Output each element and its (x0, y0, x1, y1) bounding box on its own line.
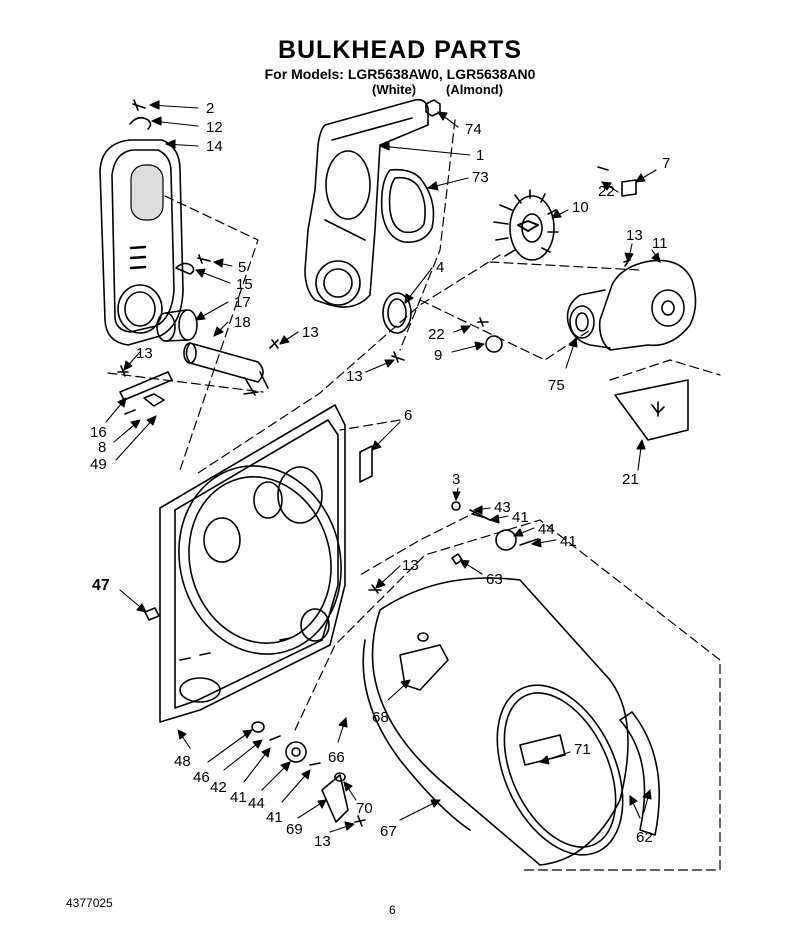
callout-44-upper: 44 (538, 521, 555, 538)
variant-white-label: (White) (372, 82, 417, 97)
burner-tube (156, 309, 198, 342)
callout-46: 46 (193, 769, 210, 786)
blower-bearing (477, 317, 503, 353)
callout-63: 63 (486, 571, 503, 588)
page-title: BULKHEAD PARTS (277, 36, 523, 64)
callout-7: 7 (662, 155, 670, 172)
igniter-assembly (183, 342, 269, 396)
callout-13-right: 13 (626, 227, 643, 244)
callout-13-igniter: 13 (302, 324, 319, 341)
callout-22-upper: 22 (598, 183, 615, 200)
callout-4: 4 (436, 259, 444, 276)
callout-14: 14 (206, 138, 223, 155)
callout-41-right: 41 (560, 533, 577, 550)
callout-41-lower-a: 41 (230, 789, 247, 806)
callout-21: 21 (622, 471, 639, 488)
callout-8: 8 (98, 439, 106, 456)
variant-almond-label: (Almond) (446, 82, 504, 97)
front-seal (619, 711, 660, 836)
callout-49: 49 (90, 456, 107, 473)
blower-wheel (493, 189, 559, 261)
label-plate (614, 379, 689, 441)
duct-seal (380, 168, 435, 244)
callout-47: 47 (92, 577, 110, 594)
callout-11: 11 (652, 235, 668, 252)
leader-lines (105, 100, 661, 833)
bulkhead-panel (159, 404, 373, 723)
callout-10: 10 (572, 199, 589, 216)
callout-44-lower: 44 (248, 795, 265, 812)
callout-13-bottom: 13 (314, 833, 331, 850)
callout-75: 75 (548, 377, 565, 394)
bulkhead-duct (304, 98, 429, 308)
callout-2: 2 (206, 100, 214, 117)
callout-62: 62 (636, 829, 653, 846)
callout-5: 5 (238, 259, 246, 276)
callout-3: 3 (452, 471, 460, 488)
callout-48: 48 (174, 753, 191, 770)
burner-cover-panel (99, 139, 184, 346)
callout-16: 16 (90, 424, 107, 441)
drum-hardware (144, 501, 539, 621)
callout-12: 12 (206, 119, 223, 136)
callout-15: 15 (236, 276, 253, 293)
models-subtitle: For Models: LGR5638AW0, LGR5638AN0 (264, 66, 536, 82)
page-number: 6 (389, 903, 396, 917)
callout-66: 66 (328, 749, 345, 766)
callout-6: 6 (404, 407, 412, 424)
callout-67: 67 (380, 823, 397, 840)
callout-41-upper: 41 (512, 509, 529, 526)
callout-43: 43 (494, 499, 511, 516)
callout-22-lower: 22 (428, 326, 445, 343)
callout-68: 68 (372, 709, 389, 726)
callout-70: 70 (356, 800, 373, 817)
callout-41-lower-b: 41 (266, 809, 283, 826)
callout-69: 69 (286, 821, 303, 838)
callout-71: 71 (574, 741, 591, 758)
callout-74: 74 (465, 121, 482, 138)
blower-clip (597, 166, 637, 197)
callout-13-left: 13 (136, 345, 153, 362)
callout-17: 17 (234, 294, 251, 311)
callout-13-drum: 13 (402, 557, 419, 574)
document-number: 4377025 (66, 896, 113, 910)
callout-9: 9 (434, 347, 442, 364)
dashed-guide-lines (107, 119, 721, 871)
dryer-drum (362, 577, 629, 866)
small-hardware (117, 99, 405, 415)
blower-housing (566, 259, 697, 351)
callout-73: 73 (472, 169, 489, 186)
blower-gasket (569, 305, 595, 339)
lower-hardware (251, 721, 366, 827)
callout-42: 42 (210, 779, 227, 796)
ring-seal (382, 292, 412, 334)
callout-labels: 2 12 14 74 1 73 7 22 10 5 15 4 13 11 17 … (90, 100, 670, 850)
callout-18: 18 (234, 314, 251, 331)
callout-13-duct: 13 (346, 368, 363, 385)
callout-1: 1 (476, 147, 484, 164)
